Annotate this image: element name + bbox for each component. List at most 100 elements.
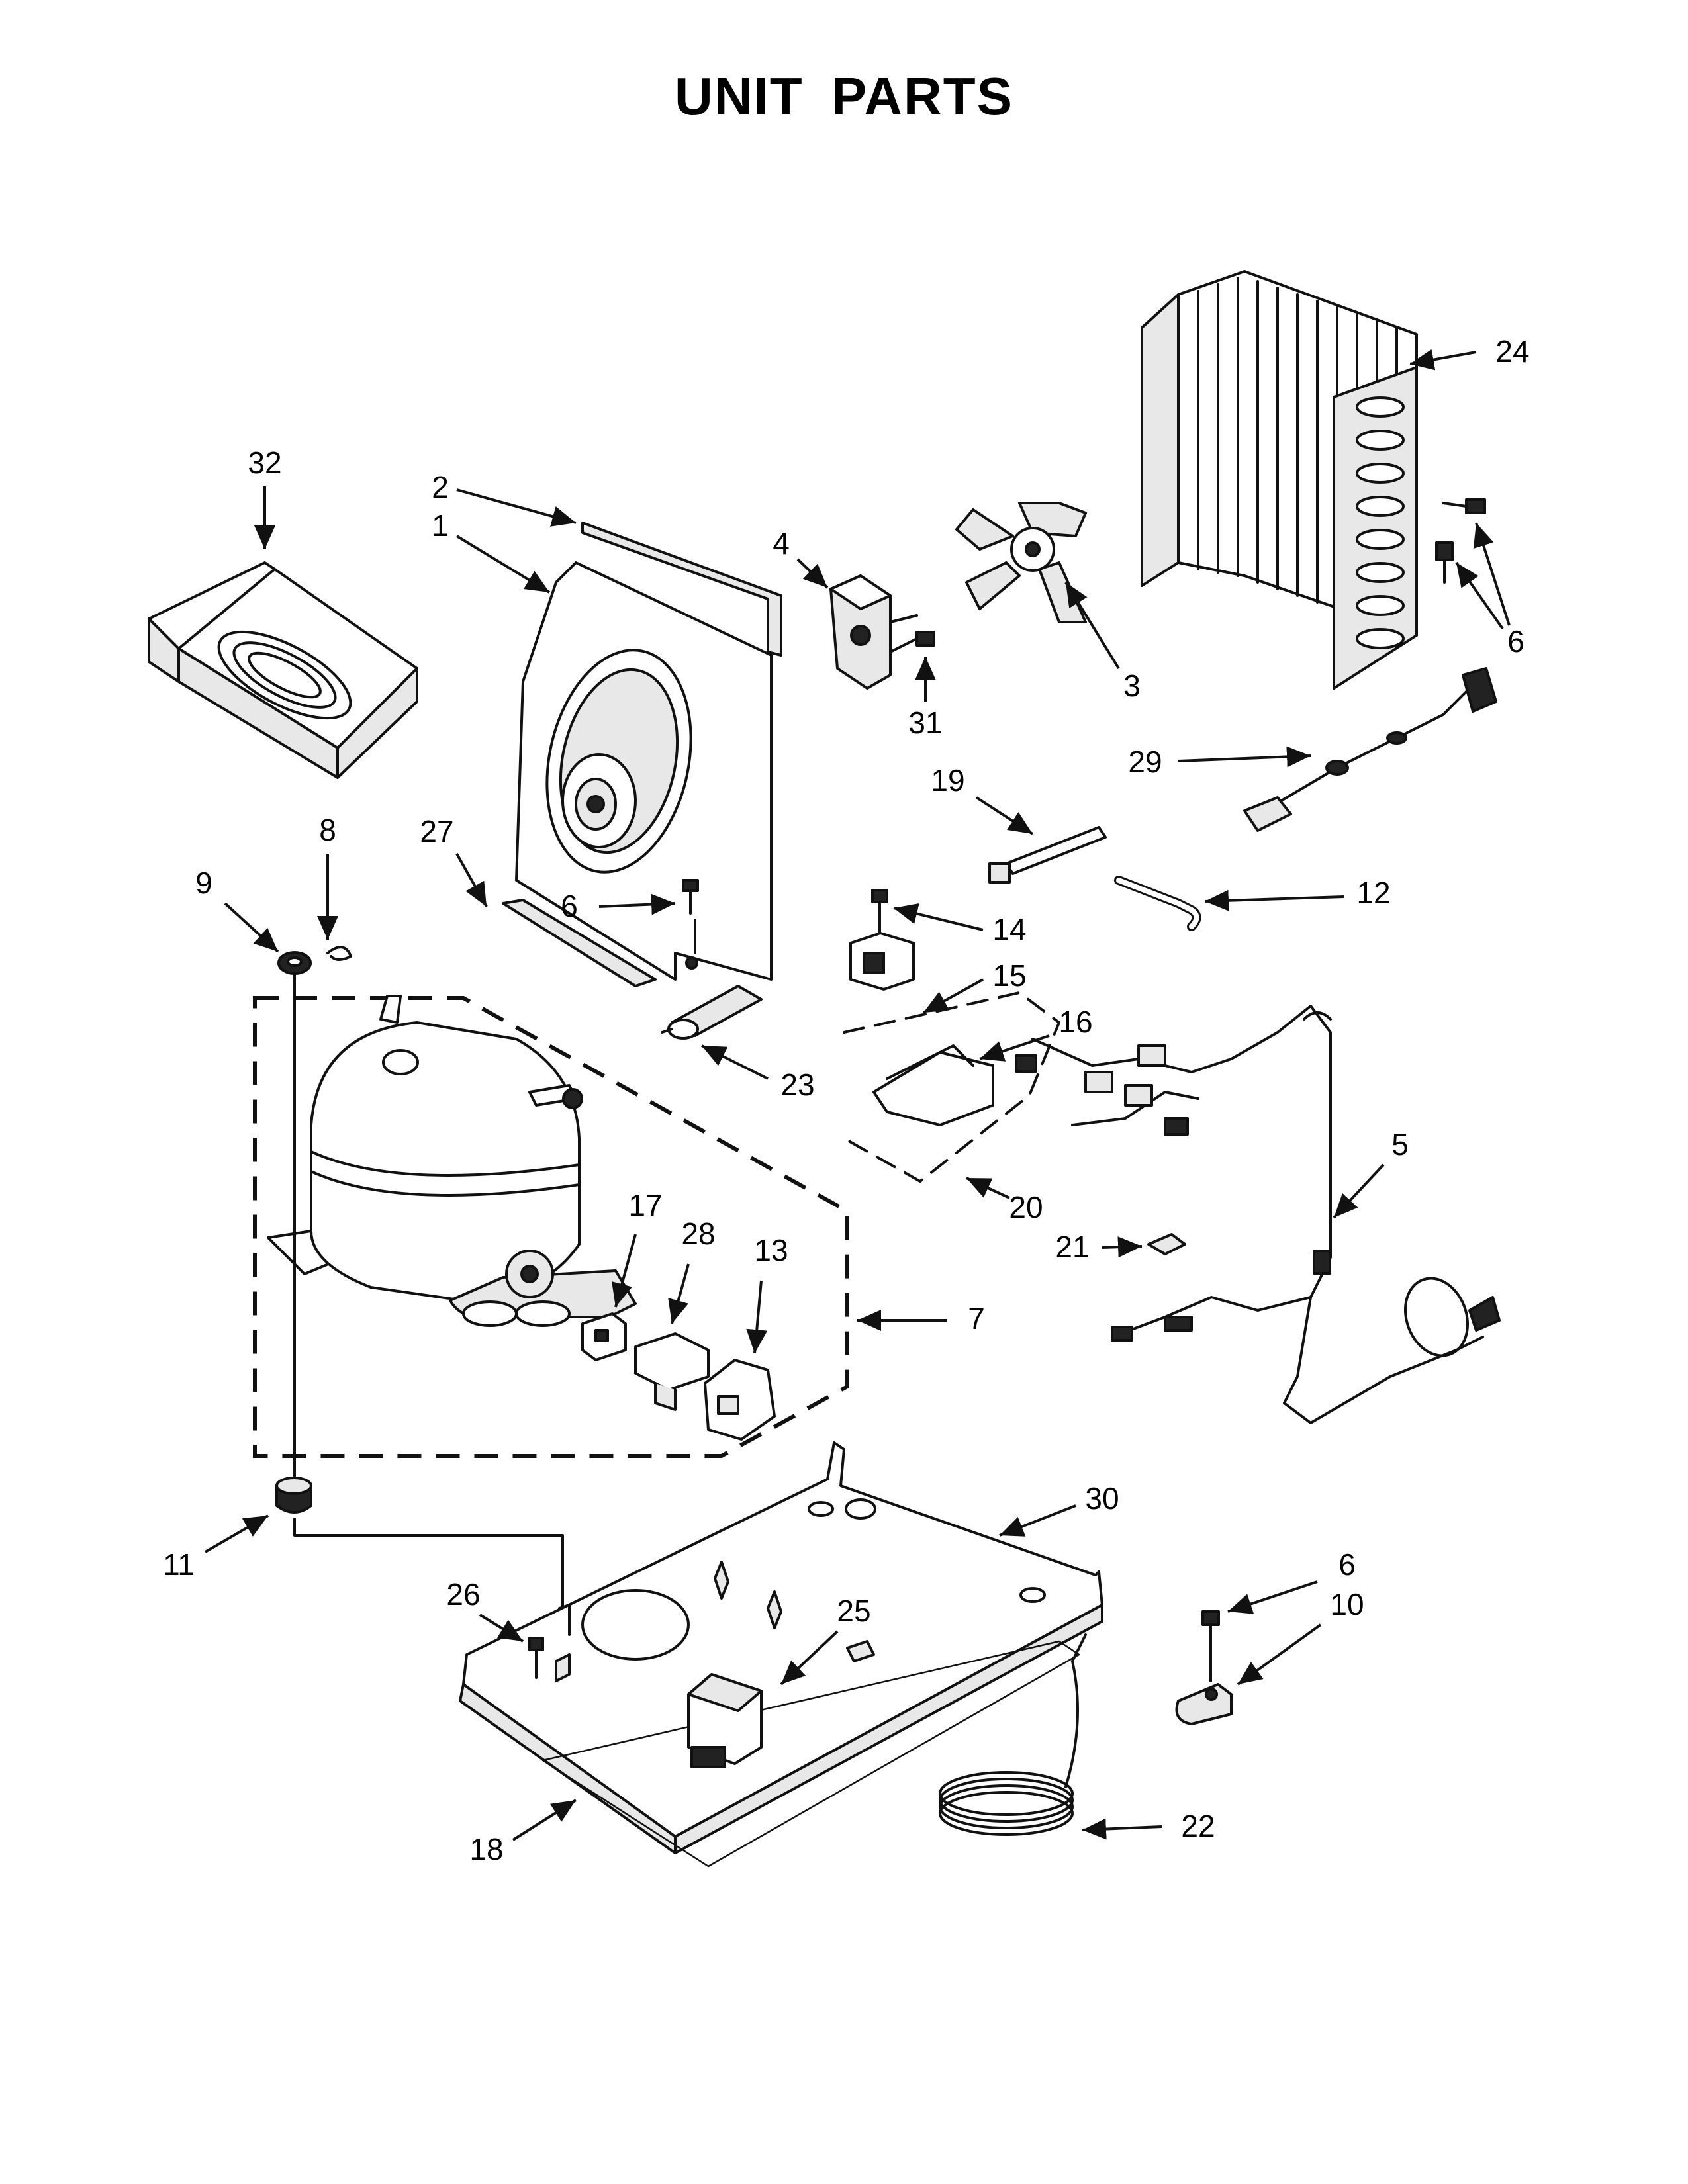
callout-label-2: 2: [432, 470, 449, 504]
overload-part[interactable]: [581, 1312, 627, 1361]
callout-31: 31: [908, 657, 943, 740]
callout-17: 17: [612, 1188, 663, 1308]
callout-label-14: 14: [992, 912, 1026, 946]
callout-label-19: 19: [931, 763, 964, 797]
start-relay-part[interactable]: [634, 1332, 710, 1411]
callout-label-25: 25: [837, 1594, 870, 1628]
callout-6-shroud: 6: [561, 889, 676, 923]
refrigerant-tube: [293, 972, 564, 1616]
callout-22: 22: [1082, 1809, 1215, 1843]
callout-5: 5: [1333, 1127, 1409, 1219]
callout-label-6a: 6: [1507, 624, 1524, 659]
callout-label-21: 21: [1055, 1230, 1089, 1264]
spring-clip-part[interactable]: [326, 946, 352, 961]
condenser-part[interactable]: [1141, 270, 1418, 690]
callout-9: 9: [195, 866, 279, 953]
callout-14: 14: [893, 903, 1027, 946]
callout-label-17: 17: [628, 1188, 662, 1222]
callout-12: 12: [1204, 876, 1391, 911]
callout-label-18: 18: [469, 1832, 503, 1866]
screw-part-14[interactable]: [871, 889, 888, 934]
callout-label-22: 22: [1181, 1809, 1215, 1843]
screw-part-shroud[interactable]: [682, 879, 699, 915]
callout-label-20: 20: [1009, 1190, 1043, 1224]
grommet-part[interactable]: [277, 951, 312, 975]
callout-29: 29: [1128, 745, 1311, 779]
callout-label-3: 3: [1123, 668, 1141, 703]
wire-tie-part[interactable]: [988, 826, 1107, 884]
callout-32: 32: [248, 445, 282, 549]
callout-label-30: 30: [1085, 1481, 1119, 1516]
callout-label-5: 5: [1391, 1127, 1409, 1161]
callout-label-10: 10: [1330, 1587, 1364, 1621]
callout-26: 26: [446, 1577, 524, 1643]
clip-part[interactable]: [1147, 1233, 1186, 1255]
callout-21: 21: [1055, 1230, 1143, 1264]
relay-part[interactable]: [849, 932, 915, 991]
callout-label-1: 1: [432, 508, 449, 543]
callout-24: 24: [1409, 334, 1530, 371]
fan-motor-part[interactable]: [829, 574, 918, 690]
tube-part[interactable]: [1114, 876, 1201, 931]
filter-drier-part[interactable]: [661, 985, 763, 1040]
screw-part-condenser[interactable]: [1435, 498, 1486, 584]
clamp-part[interactable]: [1175, 1683, 1233, 1725]
callout-4: 4: [773, 526, 829, 589]
callout-20: 20: [966, 1177, 1043, 1224]
insulation-sheet-part[interactable]: [541, 1640, 1080, 1868]
base-plate-part[interactable]: [459, 1441, 1103, 1854]
screw-part-clamp[interactable]: [1201, 1610, 1220, 1682]
callout-11: 11: [163, 1514, 269, 1582]
callout-label-28: 28: [681, 1216, 715, 1251]
callout-label-15: 15: [992, 958, 1026, 993]
callout-label-4: 4: [773, 526, 790, 561]
callout-28: 28: [668, 1216, 716, 1324]
callout-6-condenser: 6: [1455, 522, 1524, 659]
callout-1: 1: [432, 508, 551, 594]
callout-7: 7: [857, 1301, 985, 1336]
callout-label-6c: 6: [1338, 1547, 1356, 1582]
compressor-kit-outline: [253, 996, 849, 1458]
callout-label-12: 12: [1356, 876, 1390, 910]
fan-shroud-part[interactable]: [515, 561, 773, 981]
main-harness-part[interactable]: [1015, 1005, 1501, 1424]
callout-6-clamp: 6: [1227, 1547, 1356, 1614]
callout-label-24: 24: [1495, 334, 1529, 369]
callout-label-31: 31: [908, 705, 942, 740]
callout-27: 27: [420, 814, 488, 907]
callout-label-32: 32: [248, 445, 281, 480]
start-device-part[interactable]: [687, 1673, 763, 1768]
callout-8: 8: [317, 813, 338, 940]
callout-23: 23: [701, 1044, 815, 1102]
bottom-grommet-part[interactable]: [275, 1477, 312, 1514]
callout-label-8: 8: [319, 813, 336, 847]
callout-label-7: 7: [968, 1301, 985, 1336]
callout-16: 16: [979, 1005, 1093, 1062]
callout-label-27: 27: [420, 814, 453, 848]
screw-part-26[interactable]: [528, 1637, 544, 1679]
callout-25: 25: [780, 1594, 871, 1686]
callout-18: 18: [469, 1799, 577, 1866]
callout-label-6b: 6: [561, 889, 578, 923]
gasket-strip-part[interactable]: [581, 522, 782, 657]
callout-10: 10: [1237, 1587, 1364, 1686]
coil-tubing-part[interactable]: [939, 1633, 1087, 1836]
wiring-kit-part[interactable]: [843, 991, 1060, 1183]
capacitor-part[interactable]: [704, 1359, 776, 1441]
screw-part-31[interactable]: [889, 631, 935, 653]
callout-label-26: 26: [446, 1577, 480, 1612]
drain-pan-part[interactable]: [148, 561, 418, 779]
page-title: UNIT PARTS: [674, 67, 1014, 126]
callout-label-11: 11: [163, 1547, 195, 1582]
compressor-part[interactable]: [267, 995, 637, 1327]
wire-harness-part[interactable]: [1243, 667, 1497, 832]
callout-19: 19: [931, 763, 1034, 835]
callout-label-13: 13: [754, 1233, 788, 1267]
callout-3: 3: [1064, 581, 1141, 703]
callout-label-29: 29: [1128, 745, 1162, 779]
callout-label-23: 23: [780, 1068, 814, 1102]
fan-blade-part[interactable]: [955, 502, 1087, 623]
mounting-plate-part[interactable]: [502, 899, 657, 987]
callout-13: 13: [746, 1233, 788, 1354]
